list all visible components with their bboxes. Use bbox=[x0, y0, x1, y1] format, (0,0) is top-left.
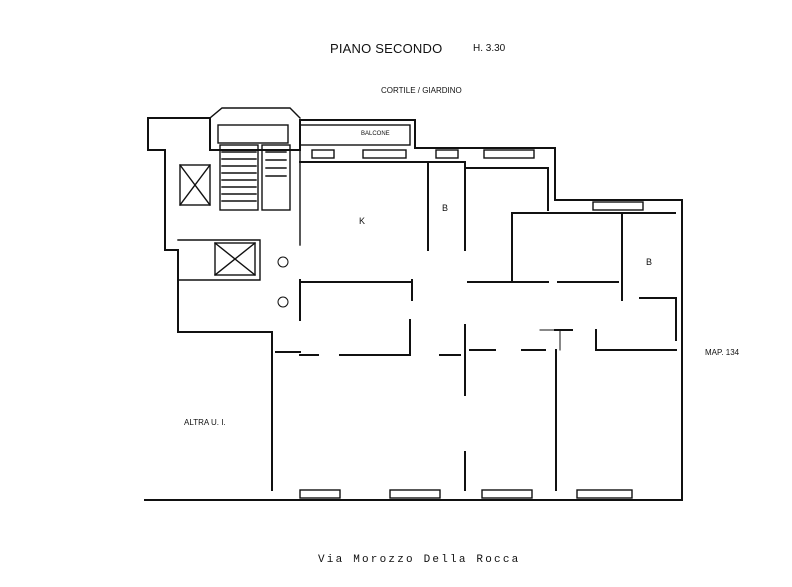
map-reference: MAP. 134 bbox=[705, 348, 740, 357]
windows bbox=[299, 149, 644, 499]
balcony-label: BALCONE bbox=[361, 131, 390, 137]
door-swings bbox=[277, 256, 561, 351]
street-name: Via Morozzo Della Rocca bbox=[318, 554, 521, 566]
stair-core bbox=[177, 107, 301, 281]
other-unit-label: ALTRA U. I. bbox=[184, 418, 226, 427]
bathroom-label-2: B bbox=[646, 257, 653, 267]
interior-walls bbox=[275, 161, 677, 491]
outer-walls bbox=[144, 117, 683, 501]
balcony bbox=[299, 124, 411, 146]
kitchen-label: K bbox=[359, 216, 366, 226]
courtyard-label: CORTILE / GIARDINO bbox=[381, 86, 462, 95]
bathroom-label-1: B bbox=[442, 203, 449, 213]
plan-title: PIANO SECONDO bbox=[330, 41, 443, 56]
ceiling-height: H. 3.30 bbox=[473, 43, 506, 54]
